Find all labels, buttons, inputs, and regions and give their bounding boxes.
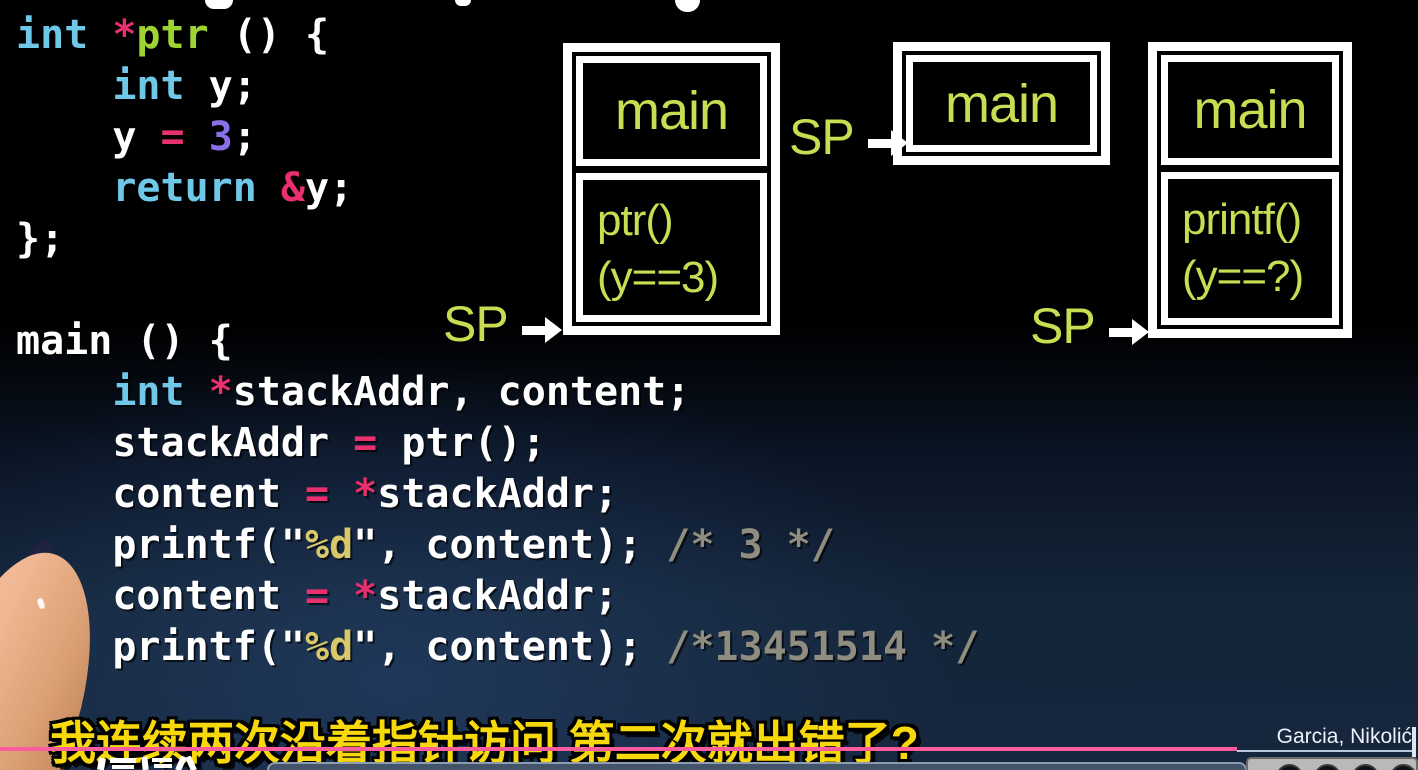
code-token-format: %d — [304, 624, 354, 670]
code-token-plain — [16, 165, 112, 211]
code-token-plain: main () { — [16, 318, 233, 364]
code-token-operator: * — [112, 12, 137, 58]
edge-artifact — [1412, 727, 1416, 757]
code-token-operator: * — [353, 573, 378, 619]
code-token-plain: content — [16, 471, 305, 517]
stack-frame-label: ptr() — [597, 196, 674, 245]
stack-frame: printf() (y==?) — [1161, 172, 1339, 325]
code-token-plain — [329, 471, 353, 517]
stack-pointer-label-2: SP — [789, 108, 908, 166]
stack-frame: main — [576, 56, 767, 166]
cc-icon — [1276, 764, 1303, 770]
code-token-plain: () { — [208, 12, 330, 58]
stack-frame-label: main — [1193, 80, 1307, 140]
stack-pointer-label-1: SP — [443, 295, 562, 353]
code-token-keyword: return — [112, 165, 257, 211]
code-token-comment: /* 3 */ — [666, 522, 835, 568]
code-token-plain — [329, 573, 353, 619]
code-token-keyword: int — [112, 63, 185, 109]
code-token-operator: = — [304, 471, 330, 517]
code-line: int y; — [16, 61, 979, 112]
sp-text: SP — [443, 296, 509, 352]
code-token-plain: ; — [232, 114, 257, 160]
cut-title-fragment — [675, 0, 700, 12]
code-line: }; — [16, 214, 979, 265]
code-token-keyword: int — [16, 12, 113, 58]
sp-text: SP — [789, 109, 855, 165]
code-line: int *ptr () { — [16, 10, 979, 61]
code-token-operator: & — [280, 165, 306, 211]
code-token-plain — [16, 63, 112, 109]
stack-frame-label: (y==3) — [597, 253, 719, 302]
code-token-plain: printf(" — [16, 522, 305, 568]
code-token-format: %d — [304, 522, 354, 568]
cut-title-fragment — [205, 0, 233, 9]
stack-diagram-after-return: main — [893, 42, 1110, 165]
code-token-operator: = — [160, 114, 185, 160]
code-token-plain — [185, 114, 209, 160]
chinese-subtitle: 我连续两次沿着指针访问 第二次就出错了? — [50, 717, 919, 769]
code-token-plain: stackAddr — [16, 420, 354, 466]
code-token-plain — [185, 369, 209, 415]
code-token-plain: stackAddr; — [377, 573, 619, 619]
pink-divider-line — [0, 747, 1237, 751]
code-line: printf("%d", content); /* 3 */ — [16, 520, 979, 571]
code-line: y = 3; — [16, 112, 979, 163]
code-token-function: ptr — [136, 12, 209, 58]
stack-frame: ptr() (y==3) — [576, 173, 767, 322]
cut-subtitle-fragment — [94, 756, 254, 770]
code-line: printf("%d", content); /*13451514 */ — [16, 622, 979, 673]
author-credit: Garcia, Nikolić — [1276, 725, 1412, 748]
stack-frame: main — [906, 55, 1097, 152]
code-line: int *stackAddr, content; — [16, 367, 979, 418]
sp-text: SP — [1030, 298, 1096, 354]
code-token-plain: ptr(); — [377, 420, 546, 466]
code-token-plain — [16, 369, 112, 415]
code-token-plain: stackAddr; — [377, 471, 619, 517]
code-token-operator: = — [304, 573, 330, 619]
next-subtitle-box — [267, 762, 1247, 770]
code-line: content = *stackAddr; — [16, 469, 979, 520]
stack-frame-label: main — [944, 73, 1059, 134]
attribution-underline — [1237, 750, 1414, 752]
stack-frame-label: main — [614, 81, 729, 141]
right-arrow-icon — [867, 130, 908, 156]
stack-frame-label: printf() — [1182, 195, 1302, 244]
code-token-plain: printf(" — [16, 624, 305, 670]
code-token-operator: = — [353, 420, 378, 466]
code-token-plain: content — [16, 573, 305, 619]
code-token-keyword: int — [112, 369, 185, 415]
code-block: int *ptr () { int y; y = 3; return &y;};… — [16, 10, 979, 673]
code-line: content = *stackAddr; — [16, 571, 979, 622]
stack-diagram-ptr-call: main ptr() (y==3) — [563, 43, 780, 335]
cc-by-icon — [1314, 764, 1341, 770]
code-line: main () { — [16, 316, 979, 367]
right-arrow-icon — [521, 317, 562, 343]
code-token-number: 3 — [208, 114, 233, 160]
code-token-plain: ", content); — [353, 522, 667, 568]
cc-nc-icon — [1352, 764, 1379, 770]
cut-title-fragment — [455, 0, 471, 6]
stack-frame: main — [1161, 55, 1339, 165]
cc-sa-icon — [1390, 764, 1417, 770]
code-line: stackAddr = ptr(); — [16, 418, 979, 469]
code-token-operator: * — [208, 369, 233, 415]
code-token-plain: ", content); — [353, 624, 667, 670]
stack-diagram-printf-call: main printf() (y==?) — [1148, 42, 1352, 338]
creative-commons-badge — [1246, 757, 1418, 770]
stack-frame-label: (y==?) — [1182, 252, 1304, 301]
right-arrow-icon — [1108, 319, 1149, 345]
code-token-plain: y — [16, 114, 161, 160]
code-line: return &y; — [16, 163, 979, 214]
code-token-operator: * — [353, 471, 378, 517]
code-token-plain: y; — [184, 63, 257, 109]
stack-pointer-label-3: SP — [1030, 297, 1149, 355]
code-token-comment: /*13451514 */ — [666, 624, 980, 670]
code-token-plain: y; — [305, 165, 354, 211]
code-token-plain — [257, 165, 281, 211]
code-token-plain: stackAddr, content; — [232, 369, 691, 415]
code-token-plain: }; — [16, 216, 65, 262]
